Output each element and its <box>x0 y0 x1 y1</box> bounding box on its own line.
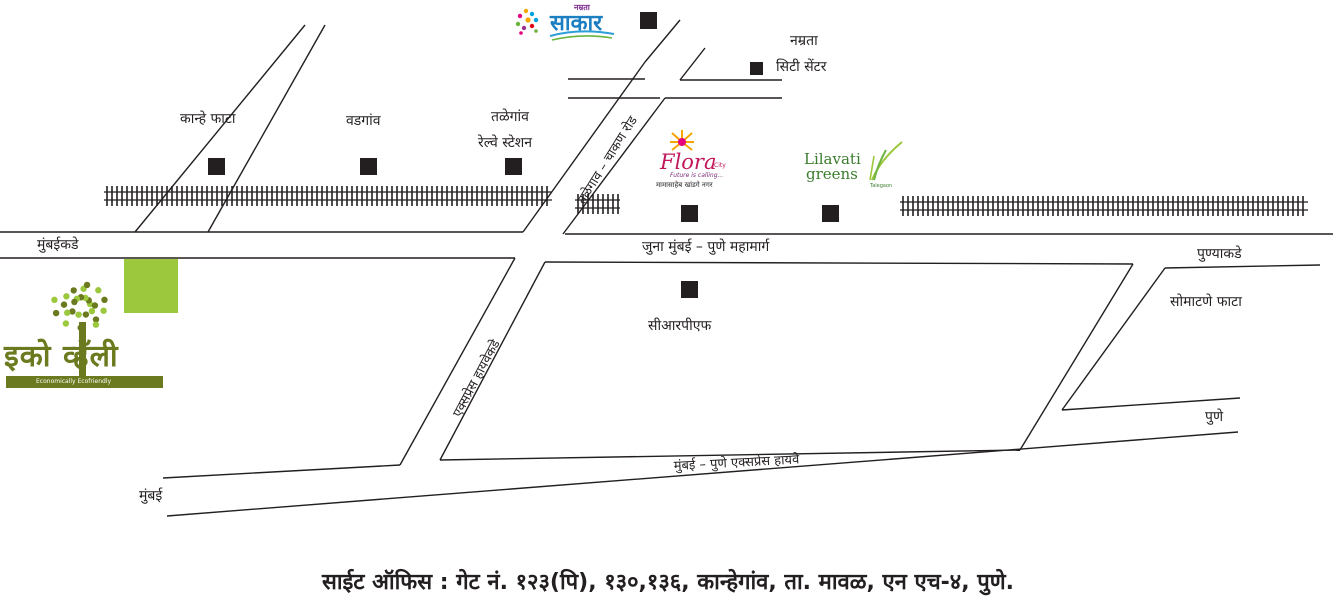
label-talegaon-chakan-road: तळेगाव – चाकण रोड <box>574 112 642 207</box>
road-somatane-left <box>1019 263 1134 451</box>
lilavati-subtitle: Talegaon <box>870 183 893 189</box>
highway-bottom-right <box>544 261 1134 265</box>
label-towards-pune: पुण्याकडे <box>1197 246 1242 262</box>
label-towards-mumbai: मुंबईकडे <box>37 237 79 253</box>
tree-icon <box>51 281 108 376</box>
sakar-flower-icon <box>515 8 615 41</box>
road-chakan-top-left <box>644 19 681 63</box>
road-pune-link <box>1061 397 1241 411</box>
highway-bottom-far-right <box>1164 264 1321 269</box>
lilavati-line1: Lilavati <box>804 150 861 168</box>
tree-trunk <box>79 322 86 376</box>
marker-sakar <box>640 12 657 29</box>
marker-crpf <box>681 281 698 298</box>
eco-valley-tagline: Economically Ecofriendly <box>6 376 163 388</box>
railway-track-east <box>900 196 1308 216</box>
sakar-top-text: नम्रता <box>574 3 590 12</box>
label-talegaon-2: रेल्वे स्टेशन <box>478 135 533 151</box>
flora-tagline: Future is calling... <box>670 172 724 179</box>
expressway-top-left <box>162 464 401 479</box>
flora-city-text: City <box>714 162 726 169</box>
railway-track-west <box>104 186 552 206</box>
label-mumbai: मुंबई <box>139 488 163 504</box>
lilavati-line2: greens <box>806 165 858 183</box>
label-namrata-2: सिटी सेंटर <box>776 59 827 75</box>
lilavati-greens-logo: Lilavati greens Talegaon <box>802 140 906 192</box>
namrata-sakar-logo: नम्रता साकार <box>510 2 620 44</box>
label-expressway: मुंबई – पुणे एक्सप्रेस हायवे <box>673 451 800 474</box>
label-vadgaon: वडगांव <box>346 113 381 129</box>
eco-valley-site-marker <box>124 259 178 313</box>
grass-icon <box>869 141 903 181</box>
railway-tracks <box>104 186 1308 216</box>
road-chakan-left <box>522 61 646 233</box>
flora-sun-icon <box>670 130 694 151</box>
road-chakan-right <box>562 97 666 235</box>
road-expressway-right <box>439 261 546 461</box>
eco-valley-name: इको व्हॅली <box>4 339 119 374</box>
expressway-bottom <box>166 431 1239 517</box>
marker-flora <box>681 205 698 222</box>
eco-valley-logo: इको व्हॅली Economically Ecofriendly <box>4 272 166 390</box>
marker-namrata <box>750 62 763 75</box>
sakar-main-text: साकार <box>550 11 603 36</box>
road-chakan-top-right <box>679 47 706 81</box>
flora-name: Flora <box>660 150 717 174</box>
road-somatane-right <box>1061 267 1166 411</box>
flora-subtitle: मामासाहेब खांडगे नगर <box>656 181 713 189</box>
railway-track-middle <box>575 194 620 214</box>
landmark-markers <box>208 12 839 298</box>
label-talegaon-1: तळेगांव <box>491 109 529 125</box>
expressway-top-mid <box>439 449 1021 461</box>
road-kanhe-left <box>134 24 306 233</box>
marker-talegaon <box>505 158 522 175</box>
marker-lilavati <box>822 205 839 222</box>
label-pune: पुणे <box>1205 409 1224 425</box>
marker-vadgaon <box>360 158 377 175</box>
label-crpf: सीआरपीएफ <box>648 318 712 334</box>
road-expressway-left <box>399 257 516 466</box>
label-kanhe-phata: कान्हे फाटा <box>180 111 236 127</box>
label-towards-expressway: एक्सप्रेस हायवेकडे <box>449 336 504 420</box>
road-outlines <box>0 19 1333 517</box>
label-namrata-1: नम्रता <box>790 33 818 49</box>
label-somatane-phata: सोमाटणे फाटा <box>1170 294 1242 310</box>
label-old-highway: जुना मुंबई – पुणे महामार्ग <box>642 239 770 255</box>
marker-kanhe <box>208 158 225 175</box>
flora-city-logo: Flora City Future is calling... मामासाहे… <box>652 128 732 194</box>
site-office-address: साईट ऑफिस : गेट नं. १२३(पि), १३०,१३६, का… <box>321 570 1015 595</box>
